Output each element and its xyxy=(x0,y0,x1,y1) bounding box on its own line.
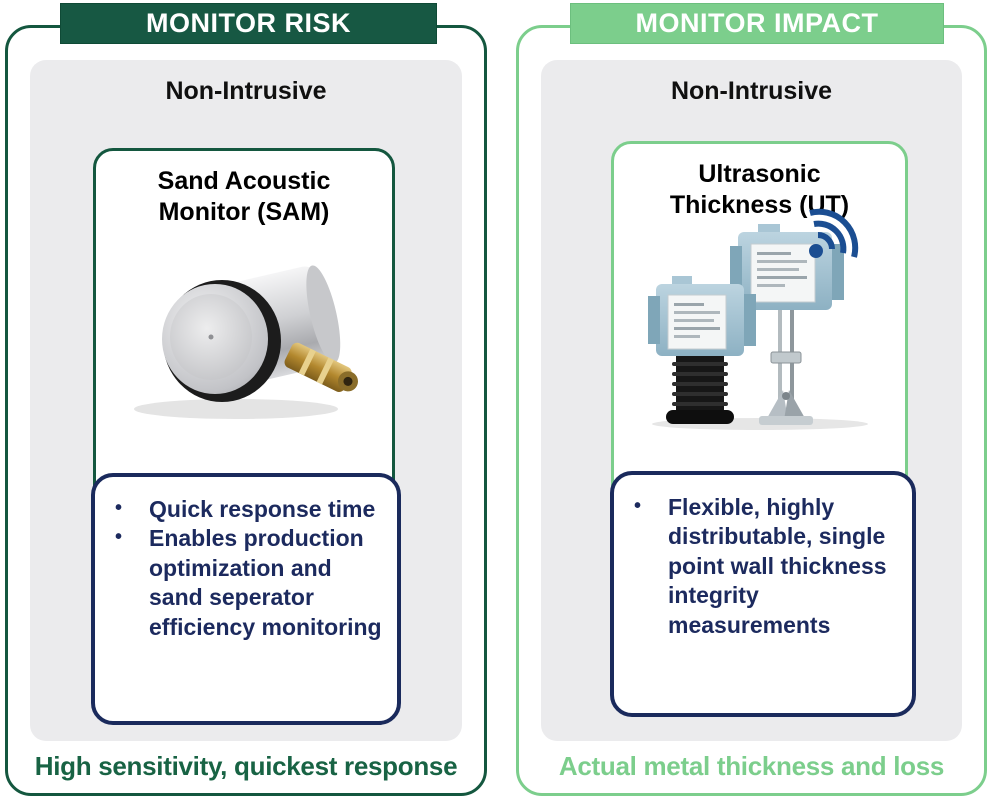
ut-card: Ultrasonic Thickness (UT) xyxy=(611,141,908,701)
monitor-impact-panel: Non-Intrusive Ultrasonic Thickness (UT) xyxy=(516,25,987,796)
ut-benefits-box: • Flexible, highly distributable, single… xyxy=(610,471,916,717)
impact-summary-caption: Actual metal thickness and loss xyxy=(558,751,945,781)
bullet-icon: • xyxy=(634,495,642,517)
sam-benefits-box: • Quick response time • Enables producti… xyxy=(91,473,401,725)
bullet-icon: • xyxy=(115,526,123,549)
monitor-impact-badge-label: MONITOR IMPACT xyxy=(635,8,879,38)
sam-sensor-photo xyxy=(134,264,358,419)
monitor-risk-panel: Non-Intrusive Sand Acoustic Monitor (SAM… xyxy=(5,25,487,796)
ut-card-title: Ultrasonic Thickness (UT) xyxy=(669,160,850,220)
monitor-risk-badge: MONITOR RISK xyxy=(60,3,437,44)
monitor-impact-badge: MONITOR IMPACT xyxy=(570,3,944,44)
right-non-intrusive-label: Non-Intrusive xyxy=(670,77,833,105)
list-item: • Quick response time xyxy=(115,495,385,524)
wifi-icon xyxy=(809,208,859,258)
bullet-icon: • xyxy=(115,497,123,519)
list-item: • Enables production optimization and sa… xyxy=(115,524,385,642)
list-item: • Flexible, highly distributable, single… xyxy=(634,493,900,640)
monitor-risk-badge-label: MONITOR RISK xyxy=(145,8,351,38)
risk-summary-caption: High sensitivity, quickest response xyxy=(34,751,458,781)
ut-sensor-photo xyxy=(647,223,868,430)
left-non-intrusive-label: Non-Intrusive xyxy=(165,77,327,105)
sam-card-title: Sand Acoustic Monitor (SAM) xyxy=(157,167,331,227)
